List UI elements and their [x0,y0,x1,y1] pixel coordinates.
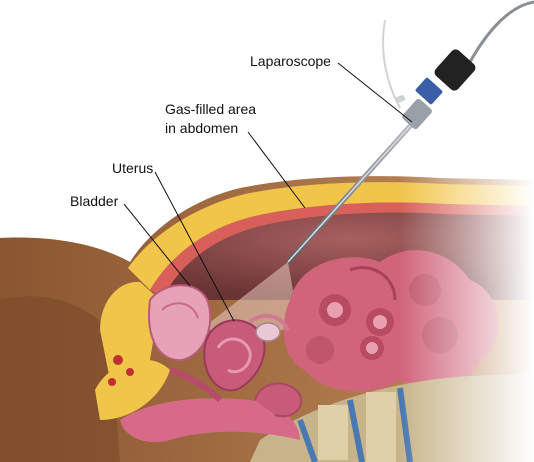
label-laparoscope: Laparoscope [250,53,331,69]
scope-cable [468,0,534,63]
laparoscope-instrument [286,49,476,264]
label-gas-line1: Gas-filled area [165,101,257,117]
pelvic-vessels [108,355,134,386]
bladder [148,284,212,362]
light-cable [382,19,401,109]
colon-loop [254,382,302,418]
leader-lines [123,62,413,322]
label-gas-line2: in abdomen [165,120,239,136]
leader-laparoscope [337,62,413,123]
leader-uterus [154,171,235,322]
leader-gas [247,131,306,209]
label-bladder: Bladder [70,193,119,209]
ovary [255,322,281,342]
uterus [203,319,266,392]
muscle-layer [150,202,534,296]
thigh-shadow [0,296,120,462]
edge-fade [400,150,534,462]
fallopian-tube [248,313,290,332]
light-cone [200,262,300,330]
label-uterus: Uterus [112,160,154,176]
fat-layer [128,182,534,290]
pelvic-fat [95,359,170,420]
fat-pelvis [100,281,160,380]
rectum [120,398,300,443]
leader-bladder [123,203,191,287]
vaginal-canal [169,367,223,403]
